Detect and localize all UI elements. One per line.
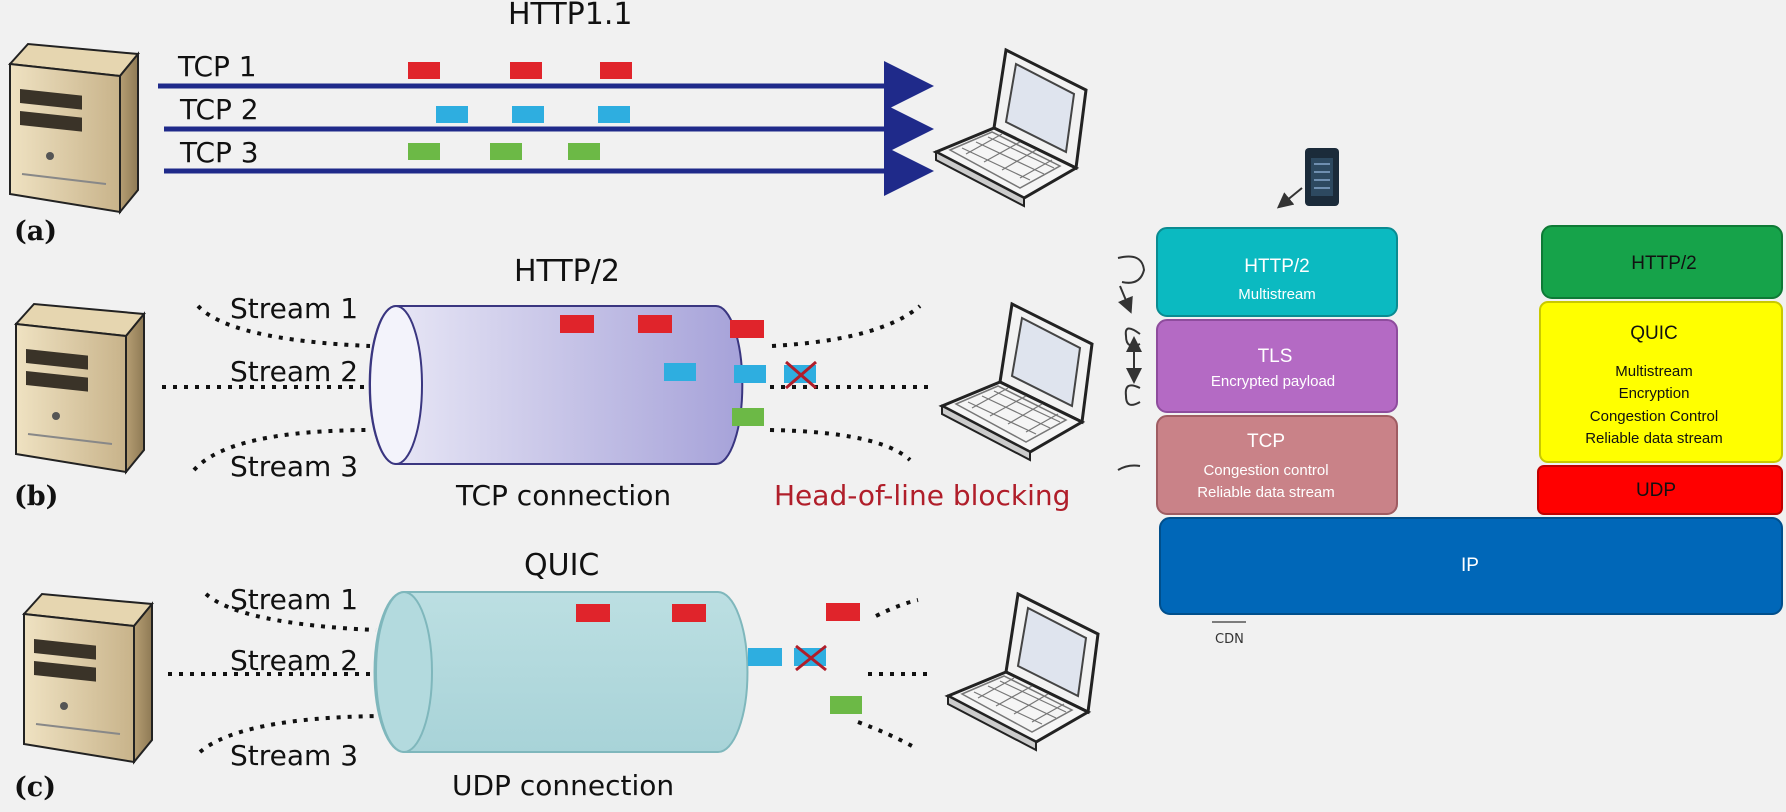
packet-green xyxy=(490,143,522,160)
packet-green xyxy=(830,696,862,714)
tcp-layer: TCP Congestion control Reliable data str… xyxy=(1156,415,1398,515)
udp-title: UDP xyxy=(1636,480,1676,501)
packet-red xyxy=(730,320,764,338)
server-icon xyxy=(23,593,153,763)
quic-feature-congestion: Congestion Control xyxy=(1590,408,1718,425)
quic-title: QUIC xyxy=(1630,323,1678,344)
ip-layer: IP xyxy=(1159,517,1783,615)
quic-feature-encryption: Encryption xyxy=(1619,385,1690,402)
server-icon xyxy=(9,43,139,213)
stream-1-label: Stream 1 xyxy=(230,292,358,325)
cdn-label: CDN xyxy=(1215,632,1244,647)
packet-blue xyxy=(664,363,696,381)
packet-blue xyxy=(734,365,766,383)
stream-3-label: Stream 3 xyxy=(230,450,358,483)
panel-b-title: HTTP/2 xyxy=(514,254,620,289)
quic-layer: QUIC Multistream Encryption Congestion C… xyxy=(1539,301,1783,463)
protocol-stack: HTTP/2 Multistream TLS Encrypted payload… xyxy=(1117,148,1783,647)
udp-connection-pipe xyxy=(373,591,749,753)
panel-c: QUIC (c) Stream 1 Stream 2 Stream 3 UDP … xyxy=(14,548,1100,803)
out-stream-3-line xyxy=(857,720,913,748)
lost-packet-cross-icon xyxy=(785,360,817,390)
http2-right-title: HTTP/2 xyxy=(1631,253,1696,274)
head-of-line-blocking-label: Head-of-line blocking xyxy=(774,479,1070,512)
tcp-title: TCP xyxy=(1247,431,1285,452)
packet-red xyxy=(560,315,594,333)
packet-red xyxy=(510,62,542,79)
tcp-2-label: TCP 2 xyxy=(179,93,259,126)
out-stream-3-line xyxy=(769,428,912,462)
udp-layer: UDP xyxy=(1537,465,1783,515)
tls-title: TLS xyxy=(1258,346,1293,367)
packet-blue xyxy=(512,106,544,123)
stream-3-label: Stream 3 xyxy=(230,739,358,772)
packet-red xyxy=(826,603,860,621)
packet-red xyxy=(600,62,632,79)
stream-1-line xyxy=(196,304,371,348)
stream-1-label: Stream 1 xyxy=(230,583,358,616)
packet-green xyxy=(732,408,764,426)
http2-layer: HTTP/2 Multistream xyxy=(1156,227,1398,317)
stream-2-label: Stream 2 xyxy=(230,355,358,388)
out-stream-1-line xyxy=(875,598,919,618)
packet-red xyxy=(638,315,672,333)
quic-feature-reliable: Reliable data stream xyxy=(1585,430,1723,447)
stream-1-line xyxy=(204,592,377,632)
packet-green xyxy=(568,143,600,160)
packet-blue xyxy=(748,648,782,666)
packet-green xyxy=(408,143,440,160)
packet-red xyxy=(408,62,440,79)
packet-red xyxy=(672,604,706,622)
panel-c-title: QUIC xyxy=(524,548,599,583)
laptop-icon xyxy=(934,48,1088,208)
packet-blue xyxy=(436,106,468,123)
stream-2-label: Stream 2 xyxy=(230,644,358,677)
tcp-desc-1: Congestion control xyxy=(1203,462,1328,479)
packet-blue xyxy=(598,106,630,123)
tcp-1-label: TCP 1 xyxy=(177,50,257,83)
tcp-desc-2: Reliable data stream xyxy=(1197,484,1335,501)
mobile-device-icon xyxy=(1276,148,1339,209)
tcp-connection-label: TCP connection xyxy=(455,479,671,512)
tcp-3-label: TCP 3 xyxy=(179,136,259,169)
laptop-icon xyxy=(940,302,1094,462)
lost-packet-cross-icon xyxy=(795,644,827,672)
http2-layer-right: HTTP/2 xyxy=(1541,225,1783,299)
out-stream-1-line xyxy=(771,304,922,348)
http2-title: HTTP/2 xyxy=(1244,256,1309,277)
http2-desc: Multistream xyxy=(1238,286,1316,303)
server-icon xyxy=(15,303,145,473)
stack-side-marks xyxy=(1117,255,1146,471)
panel-a-title: HTTP1.1 xyxy=(508,0,632,32)
panel-a-tag: (a) xyxy=(14,216,57,247)
quic-feature-multistream: Multistream xyxy=(1615,363,1693,380)
stream-3-line xyxy=(192,428,373,472)
udp-connection-label: UDP connection xyxy=(452,769,674,802)
tls-layer: TLS Encrypted payload xyxy=(1156,319,1398,413)
laptop-icon xyxy=(946,592,1100,752)
tcp-connection-pipe xyxy=(368,305,744,465)
stream-3-line xyxy=(198,714,379,754)
panel-b: HTTP/2 (b) Stream 1 Stream 2 Stream 3 TC… xyxy=(14,254,1094,512)
panel-a: HTTP1.1 (a) TCP 1 TCP 2 TCP 3 xyxy=(9,0,1088,247)
panel-c-tag: (c) xyxy=(14,772,56,803)
ip-title: IP xyxy=(1461,555,1479,576)
tls-desc: Encrypted payload xyxy=(1211,373,1335,390)
panel-b-tag: (b) xyxy=(14,481,58,512)
packet-red xyxy=(576,604,610,622)
